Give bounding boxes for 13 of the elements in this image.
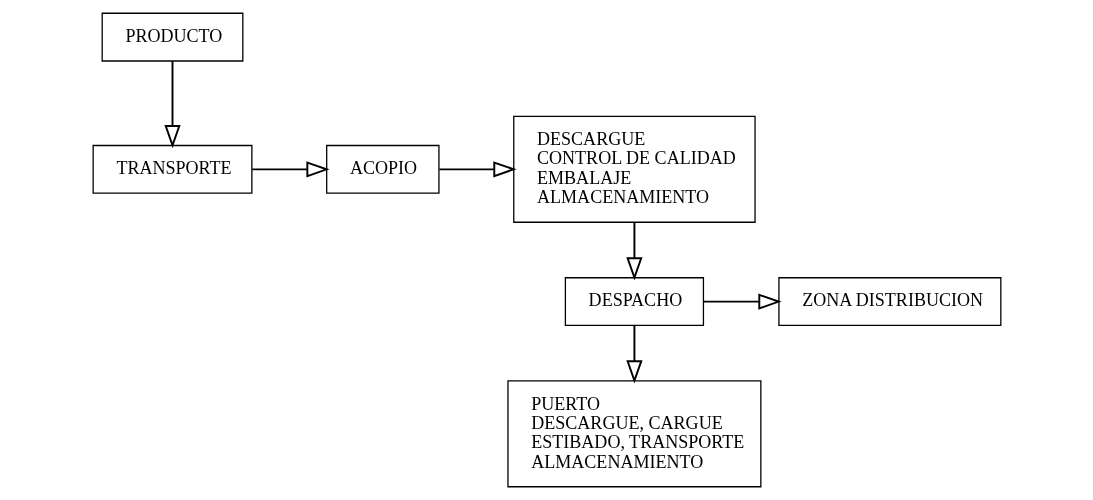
node-box: DESPACHO <box>564 277 704 327</box>
node-box: DESCARGUE CONTROL DE CALIDAD EMBALAJE ALMACENAMIENTO <box>512 115 756 223</box>
arrow <box>163 60 181 149</box>
node-box: TRANSPORTE <box>92 144 252 194</box>
arrow <box>625 324 643 384</box>
arrow <box>250 161 330 178</box>
node-box: ACOPIO <box>325 144 440 194</box>
node-box: PUERTO DESCARGUE, CARGUE ESTIBADO, TRANSPORTE ALMACENAMIENTO <box>506 380 761 488</box>
arrow <box>437 161 517 178</box>
node-box: PRODUCTO <box>101 12 243 62</box>
arrow <box>702 293 782 310</box>
arrow <box>625 221 643 281</box>
node-box: ZONA DISTRIBUCION <box>777 277 1001 327</box>
